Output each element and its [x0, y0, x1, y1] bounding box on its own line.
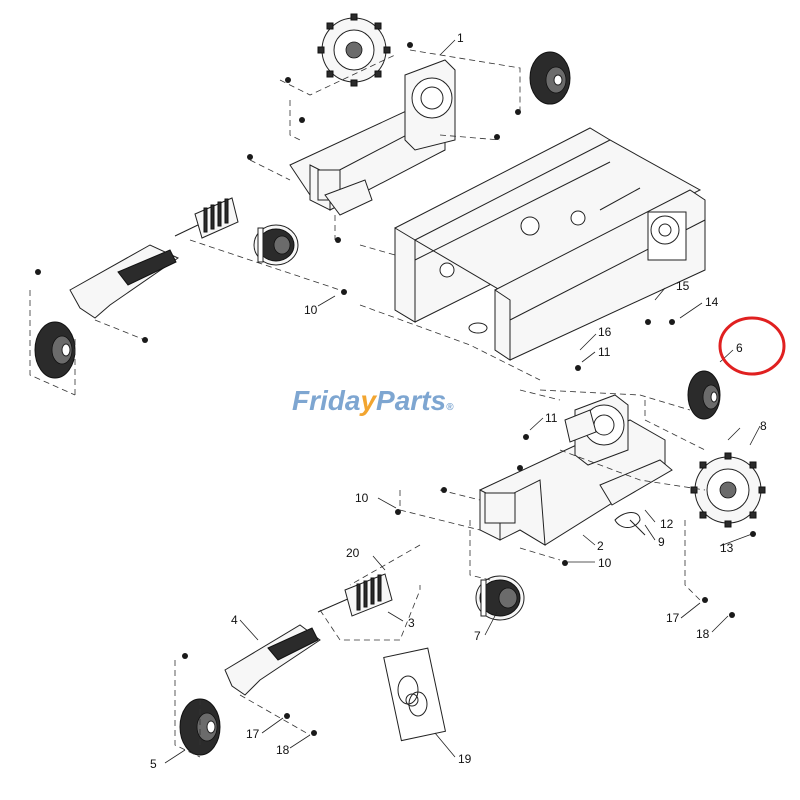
- svg-text:FridayParts®: FridayParts®: [292, 385, 454, 416]
- callout-14: 14: [705, 295, 719, 309]
- upper-track-roller: [253, 224, 299, 266]
- callout-10-lower: 10: [598, 556, 612, 570]
- callout-8: 8: [760, 419, 767, 433]
- upper-sprocket: [317, 13, 391, 87]
- callout-1: 1: [457, 31, 464, 45]
- upper-roller: [529, 51, 571, 105]
- upper-recoil-spring: [174, 197, 239, 239]
- callout-15: 15: [676, 279, 690, 293]
- callout-11-lower: 11: [545, 411, 558, 425]
- callout-6: 6: [736, 341, 743, 355]
- callout-3: 3: [408, 616, 415, 630]
- watermark-text-friday: Frida: [292, 385, 360, 416]
- callout-17-left: 17: [246, 727, 260, 741]
- callout-18-right: 18: [696, 627, 710, 641]
- lower-track-frame: [479, 394, 673, 546]
- roller-item-6: [687, 370, 721, 420]
- leader-lines: [164, 39, 761, 764]
- hardware-bag-item-19: [383, 647, 447, 742]
- callout-13: 13: [720, 541, 734, 555]
- main-frame: [394, 127, 706, 361]
- callout-5: 5: [150, 757, 157, 771]
- callout-4: 4: [231, 613, 238, 627]
- callout-16: 16: [598, 325, 612, 339]
- callout-9: 9: [658, 535, 665, 549]
- callout-19: 19: [458, 752, 472, 766]
- callout-18-left: 18: [276, 743, 290, 757]
- upper-track-frame: [289, 59, 456, 216]
- track-roller-item-7: [475, 575, 525, 621]
- idler-wheel-item-5: [179, 698, 221, 756]
- idler-yoke-item-4: [224, 624, 321, 696]
- callout-10-mid: 10: [355, 491, 369, 505]
- watermark-registered: ®: [446, 402, 454, 413]
- callout-labels: 1 10 15 14 16 11 6 11 8 10 12 9 13 2 10 …: [150, 31, 767, 771]
- callout-17-right: 17: [666, 611, 680, 625]
- assembly-lines: [29, 49, 706, 758]
- highlight-circle: [718, 316, 786, 376]
- callout-12: 12: [660, 517, 674, 531]
- small-parts-9-12: [614, 512, 646, 536]
- callout-20: 20: [346, 546, 360, 560]
- callout-2: 2: [597, 539, 604, 553]
- watermark-logo: FridayParts®: [292, 385, 454, 416]
- upper-idler-yoke: [69, 244, 180, 319]
- callout-11-upper: 11: [598, 345, 611, 359]
- callout-7: 7: [474, 629, 481, 643]
- callout-10-upper: 10: [304, 303, 318, 317]
- sprocket-item-8: [690, 452, 766, 528]
- watermark-text-parts: Parts: [376, 385, 446, 416]
- watermark-text-y: y: [358, 385, 377, 416]
- upper-idler-wheel: [34, 321, 76, 379]
- recoil-spring-item-20: [317, 573, 393, 617]
- bolts: [35, 42, 756, 736]
